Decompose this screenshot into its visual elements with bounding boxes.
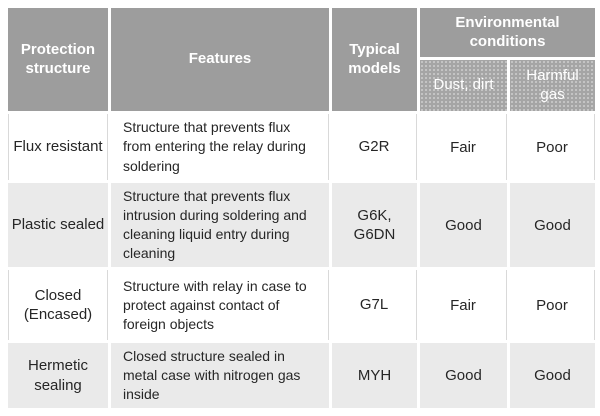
header-row-sub: Dust, dirt Harmful gas: [8, 60, 595, 111]
table-row-flux-resistant: Flux resistant Structure that prevents f…: [8, 114, 595, 180]
cell-dust-dirt-rating: Good: [420, 343, 507, 409]
cell-harmful-gas-rating: Good: [510, 183, 595, 268]
col-header-environmental-conditions: Environmental conditions: [420, 8, 595, 57]
cell-harmful-gas-rating: Poor: [510, 114, 595, 180]
cell-typical-models: G2R: [332, 114, 417, 180]
table-row-plastic-sealed: Plastic sealed Structure that prevents f…: [8, 183, 595, 268]
cell-protection-structure: Flux resistant: [8, 114, 108, 180]
cell-features: Structure that prevents flux from enteri…: [111, 114, 329, 180]
col-header-harmful-gas: Harmful gas: [510, 60, 595, 111]
col-header-protection-structure: Protection structure: [8, 8, 108, 111]
cell-harmful-gas-rating: Good: [510, 343, 595, 409]
header-row-main: Protection structure Features Typical mo…: [8, 8, 595, 111]
cell-features: Structure that prevents flux intrusion d…: [111, 183, 329, 268]
cell-protection-structure: Closed (Encased): [8, 270, 108, 341]
cell-typical-models: MYH: [332, 343, 417, 409]
cell-dust-dirt-rating: Fair: [420, 270, 507, 341]
cell-harmful-gas-rating: Poor: [510, 270, 595, 341]
col-header-typical-models: Typical models: [332, 8, 417, 111]
table-row-hermetic-sealing: Hermetic sealing Closed structure sealed…: [8, 343, 595, 409]
cell-typical-models: G7L: [332, 270, 417, 341]
protection-structure-table: Protection structure Features Typical mo…: [5, 5, 598, 411]
cell-protection-structure: Plastic sealed: [8, 183, 108, 268]
cell-typical-models: G6K, G6DN: [332, 183, 417, 268]
cell-features: Closed structure sealed in metal case wi…: [111, 343, 329, 409]
cell-dust-dirt-rating: Good: [420, 183, 507, 268]
table-row-closed-encased: Closed (Encased) Structure with relay in…: [8, 270, 595, 341]
cell-dust-dirt-rating: Fair: [420, 114, 507, 180]
col-header-dust-dirt: Dust, dirt: [420, 60, 507, 111]
cell-features: Structure with relay in case to protect …: [111, 270, 329, 341]
cell-protection-structure: Hermetic sealing: [8, 343, 108, 409]
col-header-features: Features: [111, 8, 329, 111]
